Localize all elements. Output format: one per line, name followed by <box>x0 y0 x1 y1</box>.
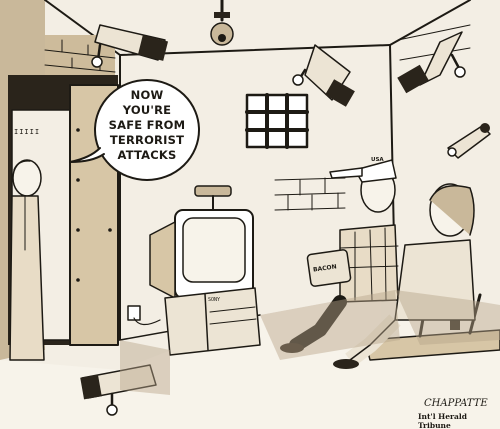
camera-top-left <box>91 24 169 68</box>
guard-figure <box>9 159 45 361</box>
barred-window <box>245 93 309 149</box>
bacon-snack-bag <box>306 249 352 287</box>
camera-center-wall <box>292 44 355 107</box>
wall-outlet <box>127 305 161 326</box>
camera-right-wall <box>447 123 491 159</box>
speech-bubble <box>69 79 200 181</box>
camera-top-right <box>397 31 466 94</box>
tv-brand-label: SONY <box>208 297 221 303</box>
tv-stand <box>164 287 261 356</box>
cap-logo: USA <box>371 157 384 163</box>
man-in-cap <box>280 159 399 353</box>
camera-floor <box>80 364 157 416</box>
ceiling-dome-camera <box>210 0 234 46</box>
sepia-shadows <box>120 290 500 395</box>
television <box>149 185 254 299</box>
artist-signature: CHAPPATTE <box>424 398 488 409</box>
speech-bubble-text: NOW YOU'RE SAFE FROM TERRORIST ATTACKS <box>108 88 186 162</box>
publication-credit: Int'l Herald Tribune <box>418 412 467 429</box>
cell-floor <box>0 290 500 429</box>
door-sign: IIIII <box>14 128 41 136</box>
woman <box>333 183 476 369</box>
